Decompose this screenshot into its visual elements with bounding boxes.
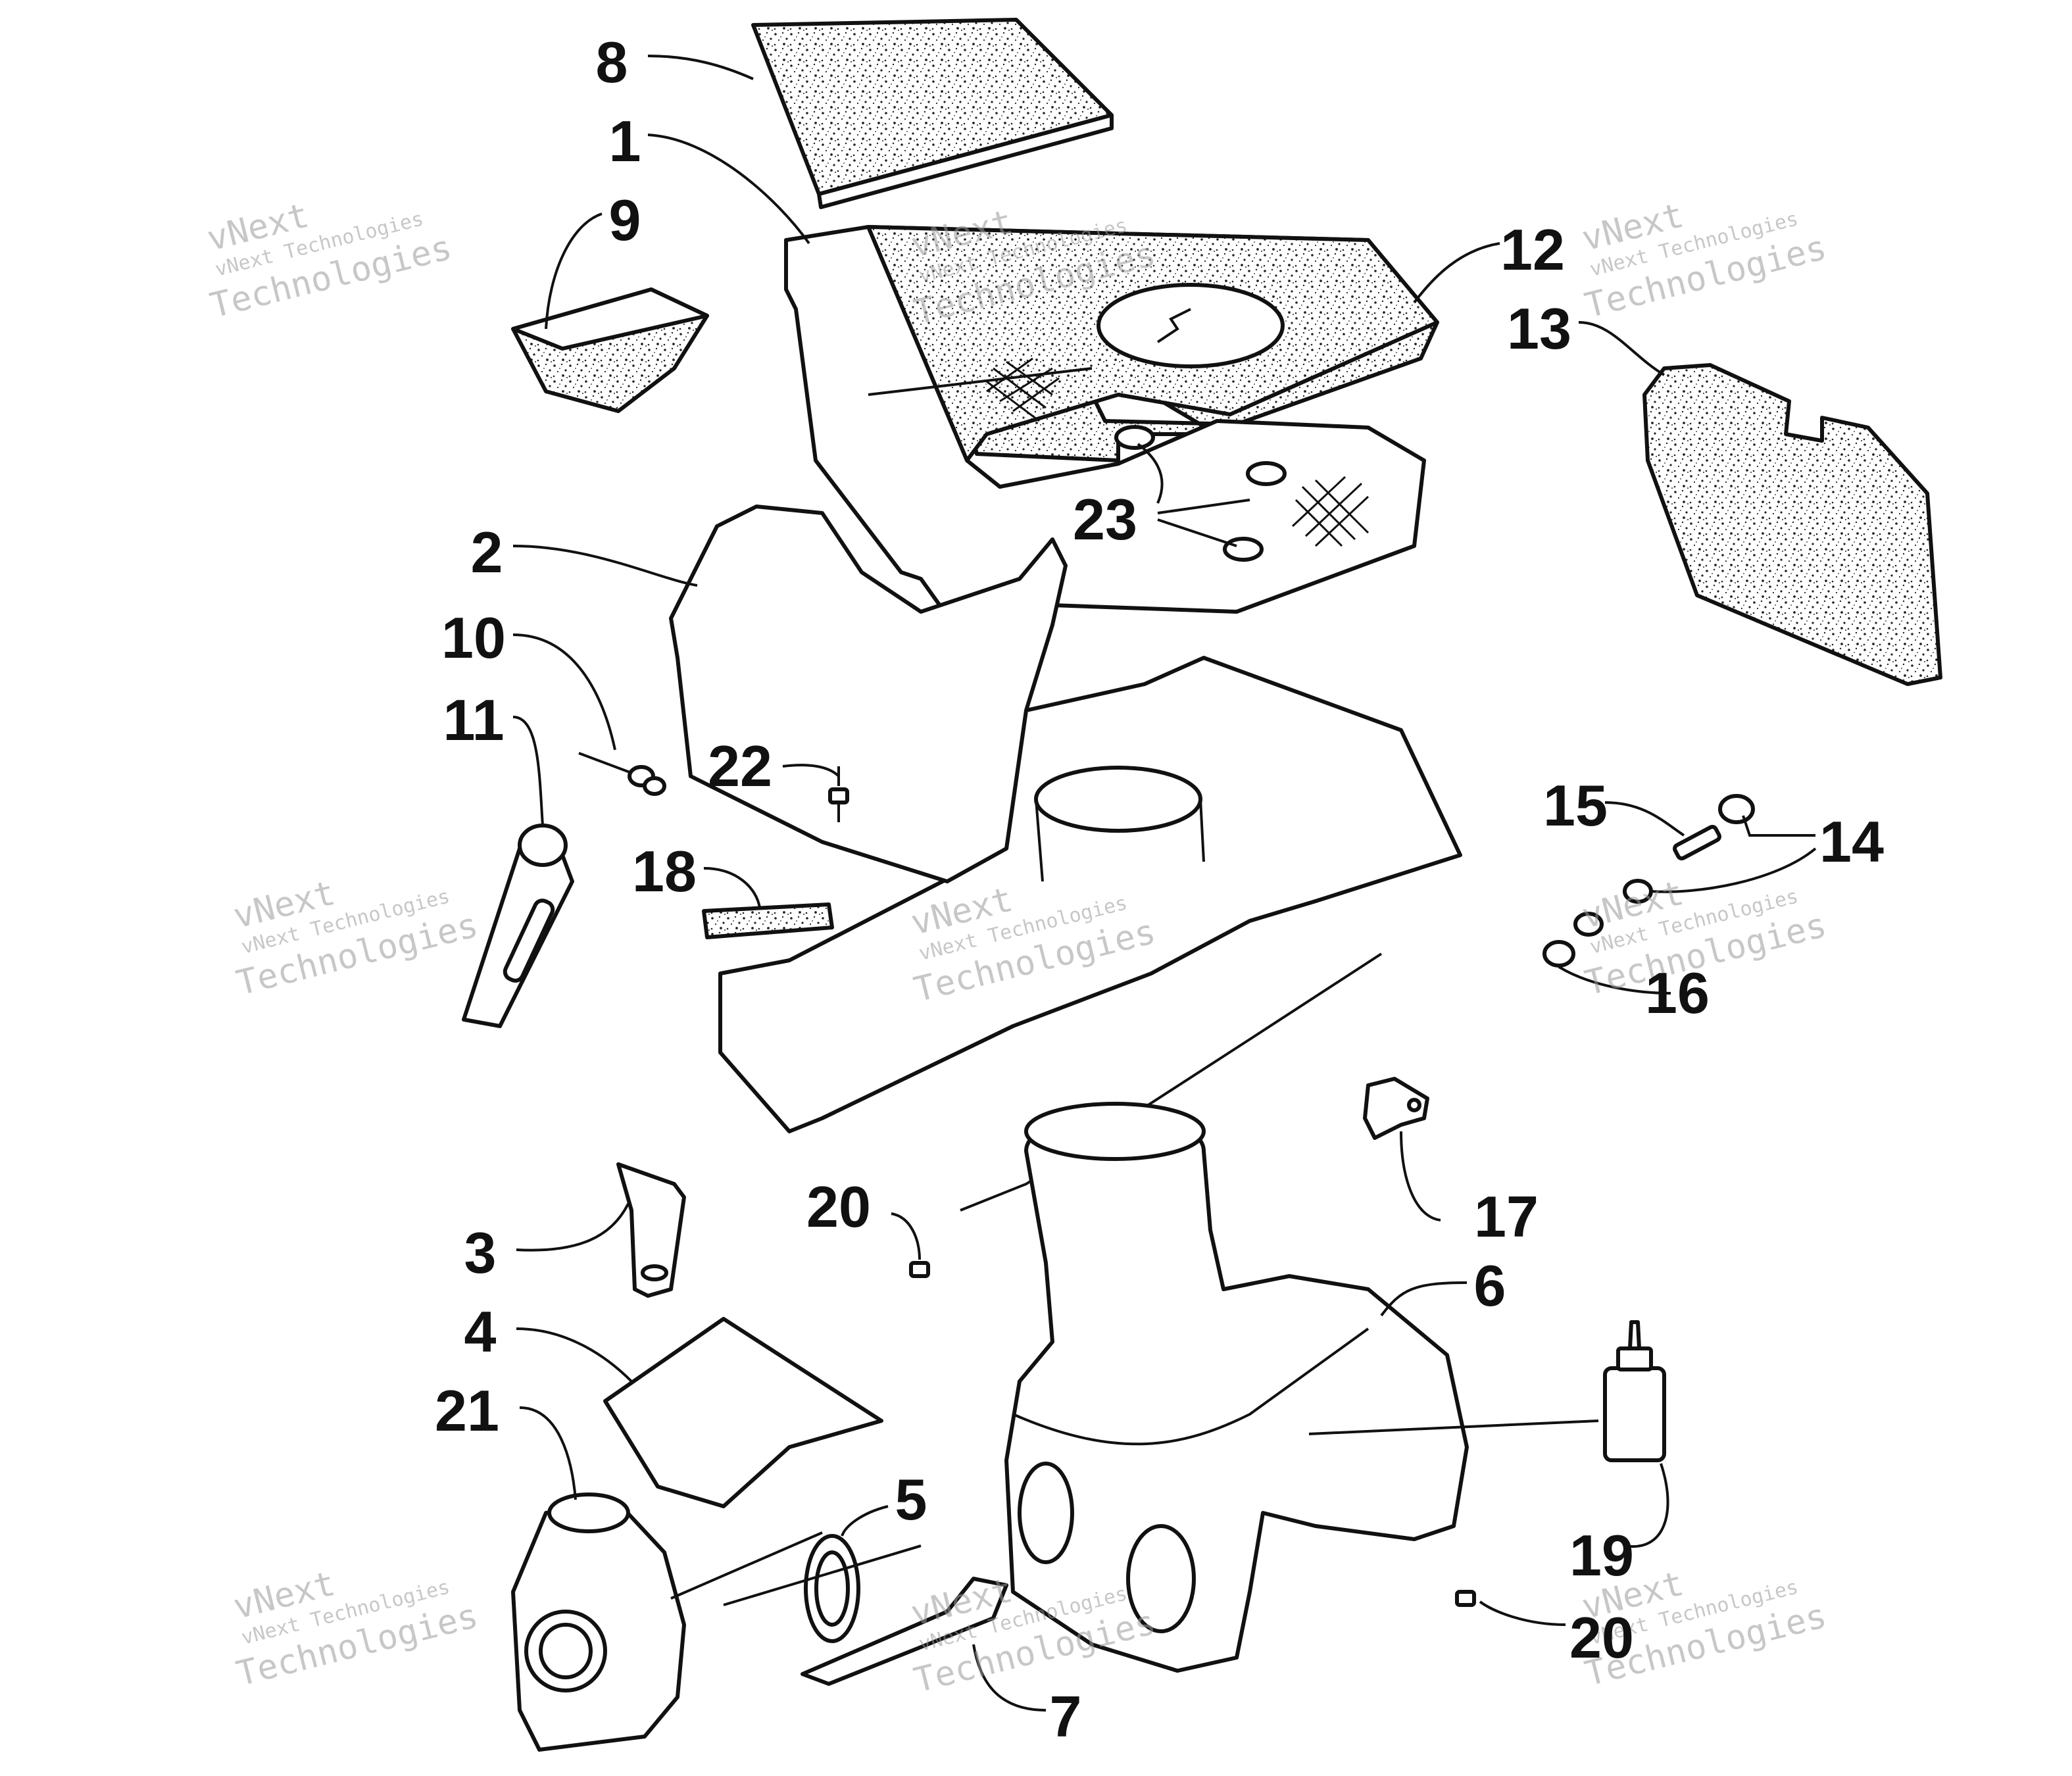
callout-18: 18 bbox=[632, 839, 697, 904]
callout-4: 4 bbox=[464, 1299, 497, 1364]
callout-19: 19 bbox=[1569, 1523, 1634, 1588]
callout-14: 14 bbox=[1819, 809, 1884, 874]
callout-23: 23 bbox=[1073, 487, 1137, 552]
part-11-bracket bbox=[462, 824, 574, 1028]
part-13-side-foam bbox=[1642, 363, 1942, 686]
callout-16: 16 bbox=[1645, 960, 1710, 1025]
callout-22: 22 bbox=[708, 733, 772, 799]
callout-9: 9 bbox=[609, 187, 641, 253]
callout-20-lower: 20 bbox=[1569, 1605, 1634, 1670]
part-8-foam-pad bbox=[751, 18, 1114, 209]
part-2-airbox-housing bbox=[669, 505, 1462, 1212]
part-5-clamp bbox=[804, 1534, 860, 1643]
part-18-foam-strip bbox=[702, 902, 834, 939]
part-6-intake-boot bbox=[1004, 1102, 1469, 1673]
callout-12: 12 bbox=[1500, 217, 1565, 282]
callout-5: 5 bbox=[895, 1467, 927, 1532]
callout-13: 13 bbox=[1507, 296, 1571, 361]
part-19-bottle bbox=[1603, 1320, 1666, 1462]
part-20-screws bbox=[909, 1261, 1476, 1607]
callout-15: 15 bbox=[1543, 773, 1608, 838]
callout-17: 17 bbox=[1474, 1184, 1539, 1249]
callout-21: 21 bbox=[435, 1378, 499, 1443]
part-9-foam-cup bbox=[511, 287, 709, 413]
callout-10: 10 bbox=[441, 605, 506, 670]
part-4-shield bbox=[603, 1317, 883, 1508]
callout-2: 2 bbox=[471, 520, 503, 585]
part-1-filter-tray bbox=[784, 225, 1426, 627]
callout-1: 1 bbox=[609, 109, 641, 174]
part-17-bracket bbox=[1363, 1077, 1429, 1140]
callout-11: 11 bbox=[443, 687, 504, 752]
part-3-strap bbox=[616, 1162, 686, 1298]
part-10-pin bbox=[578, 752, 666, 796]
part-12-foam-filter bbox=[866, 225, 1439, 462]
part-7-clip bbox=[801, 1577, 1008, 1686]
callout-3: 3 bbox=[464, 1220, 497, 1285]
part-21-carburetor bbox=[511, 1492, 686, 1752]
callout-labels: 8 1 9 12 13 2 23 10 11 22 18 15 14 16 17… bbox=[435, 30, 1884, 1749]
callout-6: 6 bbox=[1474, 1253, 1506, 1318]
callout-8: 8 bbox=[596, 30, 628, 95]
callout-7: 7 bbox=[1050, 1684, 1082, 1749]
leader-lines bbox=[512, 55, 1817, 1712]
callout-20-upper: 20 bbox=[806, 1174, 871, 1239]
